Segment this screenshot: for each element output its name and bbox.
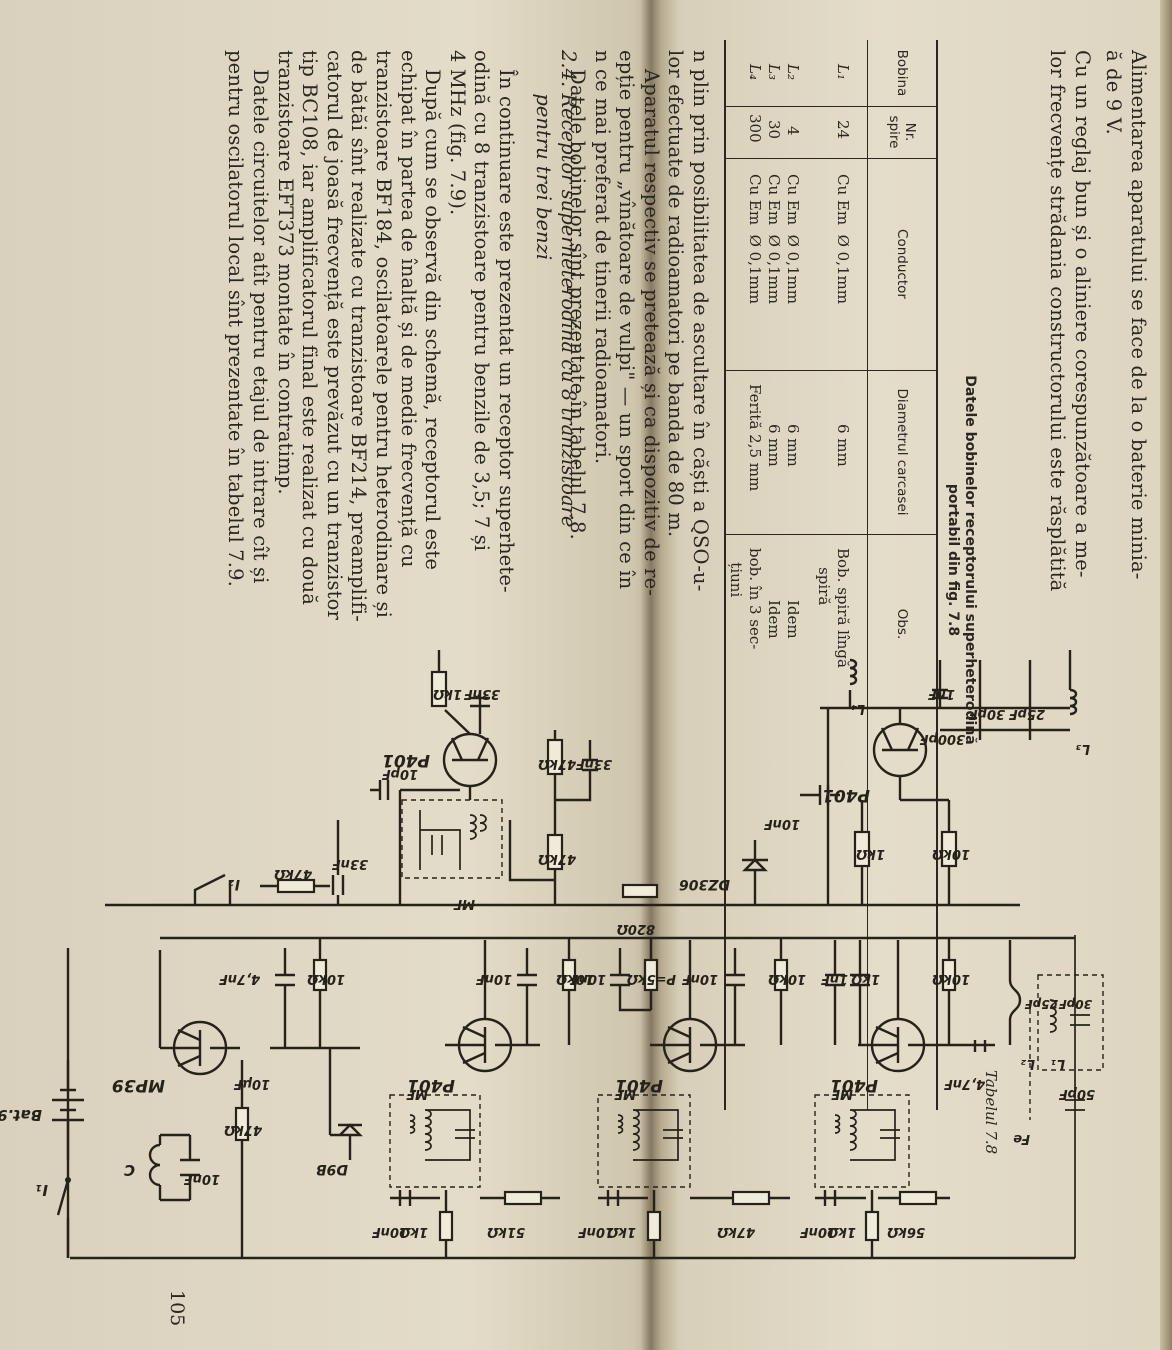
capacitor-label: 4,7nF — [944, 1076, 986, 1091]
resistor-label: 47kΩ — [274, 866, 313, 881]
resistor-label: 1kΩ — [607, 1224, 636, 1239]
resistor-label: 10kΩ — [768, 971, 806, 986]
resistor-label: 47kΩ — [538, 756, 577, 771]
resistor-label: 47kΩ — [717, 1224, 756, 1239]
resistor-label: 10kΩ — [932, 971, 970, 986]
transistor-label: P401 — [407, 1075, 455, 1095]
capacitor-label: 1nF — [928, 686, 955, 701]
capacitor-label: 33nF — [576, 756, 612, 771]
phones-label: C — [124, 1161, 135, 1179]
if-stage-2 — [597, 938, 790, 1258]
ferrite-label: Fe — [1013, 1131, 1030, 1146]
capacitor-label: 50pF — [1059, 1086, 1095, 1101]
capacitor-label: 25pF — [1009, 706, 1045, 721]
page-edge — [1160, 0, 1172, 1350]
diode-d9b — [328, 1048, 363, 1160]
oscillator-stage — [800, 650, 1078, 905]
capacitor-label: 10nF — [184, 1171, 220, 1186]
potentiometer-label: P=5kΩ — [627, 971, 676, 986]
capacitor-label: 4,7nF — [219, 971, 261, 986]
resistor-label: 1kΩ — [399, 1224, 428, 1239]
capacitor-label: 10nF — [578, 1224, 614, 1239]
capacitor-label: 10nF — [372, 1224, 408, 1239]
resistor-label: 820Ω — [617, 921, 655, 936]
capacitor-label: 10nF — [764, 816, 800, 831]
if-label: MF — [614, 1086, 636, 1101]
capacitor-label: 300pF — [920, 731, 965, 746]
capacitor-label: 10nF — [682, 971, 718, 986]
resistor-820 — [621, 883, 659, 899]
resistor-label: 10kΩ — [932, 846, 970, 861]
headphones-symbol — [148, 1133, 200, 1202]
ground-rail — [66, 948, 1075, 1260]
transistor-label: MP39 — [112, 1075, 165, 1095]
resistor-label: 10kΩ — [307, 971, 345, 986]
if-label: MF — [406, 1086, 428, 1101]
capacitor-label: 10nF — [800, 1224, 836, 1239]
resistor-label: 1kΩ — [433, 686, 462, 701]
transistor-label: P401 — [822, 785, 870, 805]
capacitor-label: 30pF — [1058, 997, 1092, 1011]
coil-label: L₁ — [1051, 1056, 1065, 1071]
capacitor-label: 10nF — [476, 971, 512, 986]
capacitor-label: 33nF — [464, 686, 500, 701]
ferrite-antenna — [1029, 935, 1104, 1258]
switch-label: I₁ — [36, 1181, 48, 1199]
capacitor-label: 10nF — [570, 971, 606, 986]
resistor-label: 1kΩ — [827, 1224, 856, 1239]
battery-symbol — [52, 1060, 84, 1258]
coil-label: L₃ — [1076, 741, 1090, 756]
diode-label: D9B — [316, 1161, 348, 1177]
book-gutter — [640, 0, 662, 1350]
capacitor-label: 1nF — [821, 971, 848, 986]
if-stage-1 — [389, 938, 577, 1258]
transistor-mp39 — [158, 950, 240, 1076]
resistor-label: 10kΩ — [556, 971, 594, 986]
zener-dz306 — [742, 840, 768, 905]
resistor-label: 1kΩ — [856, 846, 885, 861]
capacitor-label: 30pF — [969, 706, 1005, 721]
agc-stage — [193, 650, 598, 905]
coil-label: L₄ — [851, 701, 865, 716]
if-label: MF — [453, 896, 475, 911]
battery-label: Bat.9V — [0, 1106, 42, 1124]
resistor-label: 47kΩ — [538, 851, 577, 866]
if-stage-3 — [814, 938, 1022, 1258]
resistor-label: 47kΩ — [224, 1122, 263, 1137]
capacitor-label: 33nF — [332, 856, 368, 871]
capacitor-label: 25pF — [1024, 997, 1058, 1011]
resistor-label: 1kΩ — [851, 971, 880, 986]
transistor-label: P401 — [382, 750, 430, 770]
transistor-label: P401 — [615, 1075, 663, 1095]
if-label: MF — [831, 1086, 853, 1101]
diode-label: DZ306 — [679, 876, 730, 892]
resistor-label: 56kΩ — [887, 1224, 925, 1239]
capacitor-label: 10µF — [233, 1076, 270, 1091]
capacitor-label: 10pF — [382, 766, 418, 781]
transistor-label: P401 — [830, 1075, 878, 1095]
switch-label: I₂ — [228, 876, 240, 892]
coil-label: L₂ — [1021, 1056, 1035, 1071]
resistor-label: 51kΩ — [487, 1224, 525, 1239]
